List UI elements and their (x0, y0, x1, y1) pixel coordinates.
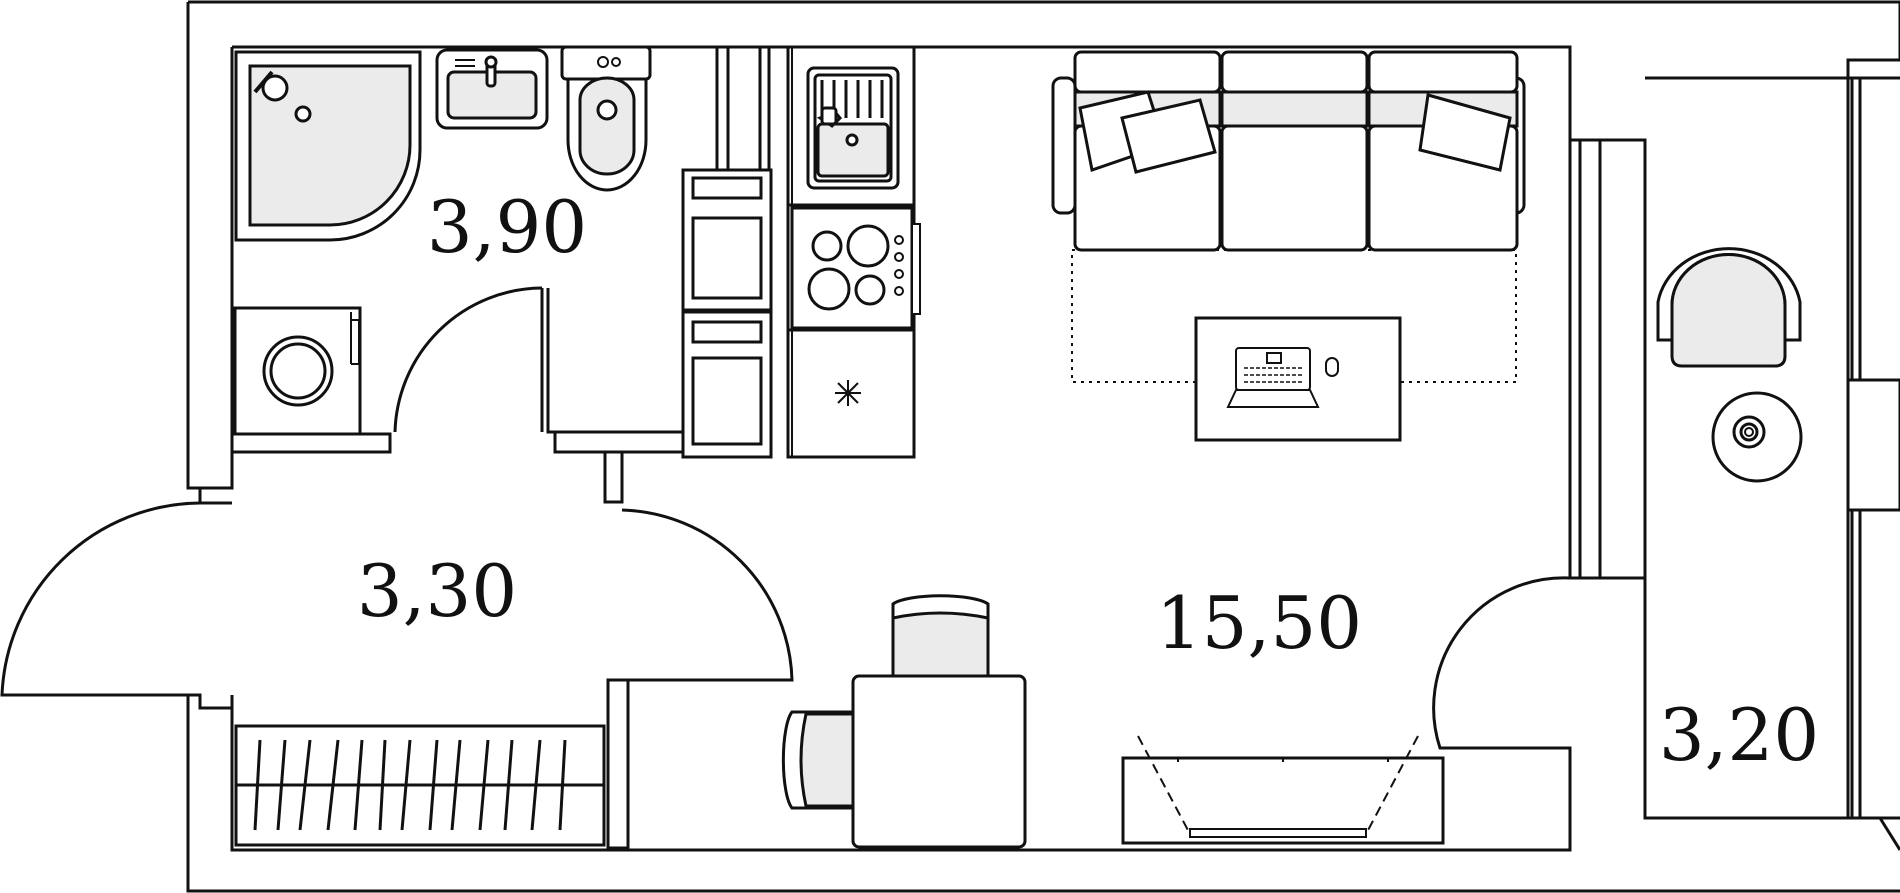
bathroom-door (393, 286, 543, 433)
bathroom-fixtures (233, 45, 652, 436)
kitchen (681, 45, 921, 459)
sofa (1051, 50, 1526, 252)
hallway-area-label: 3,30 (357, 549, 517, 633)
cooktop (790, 206, 914, 330)
doors (0, 286, 1571, 750)
living-room-area-label: 15,50 (1156, 581, 1362, 665)
dishwasher-icon (835, 380, 861, 406)
tv-icon (1137, 735, 1419, 838)
bathroom-area-label: 3,90 (427, 185, 587, 269)
walls (186, 0, 1900, 893)
dining-chair (781, 710, 855, 810)
balcony-door (1432, 576, 1571, 750)
laptop-icon (1226, 347, 1339, 408)
living-room-door (621, 508, 794, 682)
wardrobe (234, 724, 606, 847)
balcony-area-label: 3,20 (1659, 693, 1819, 777)
dining-chair (891, 594, 990, 678)
balcony-furniture (1656, 247, 1803, 483)
entrance-door (0, 501, 201, 697)
armchair (1656, 247, 1802, 368)
dining-table (851, 674, 1027, 849)
side-table (1711, 391, 1803, 483)
living-furniture (781, 50, 1526, 849)
